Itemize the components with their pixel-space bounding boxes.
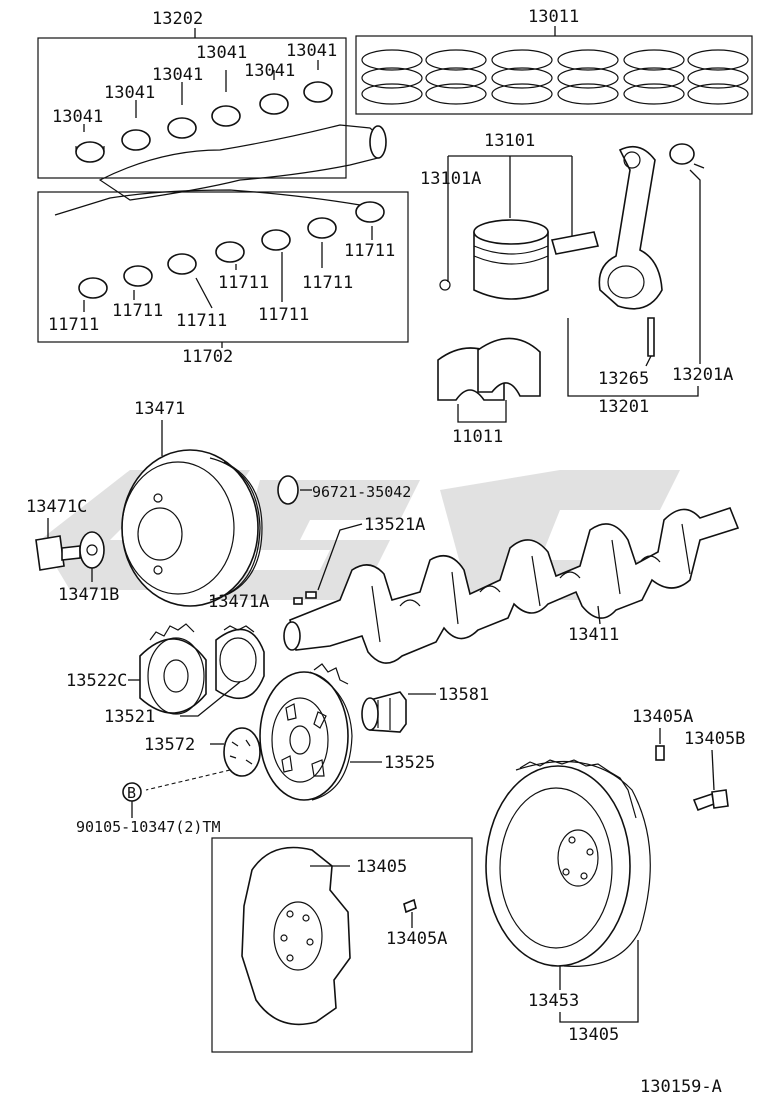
timing-gears: 13522C 13521 — [66, 623, 265, 727]
label-13471A: 13471A — [208, 592, 269, 612]
label-13572: 13572 — [144, 735, 195, 755]
label-11711-5: 11711 — [258, 305, 309, 325]
label-13411: 13411 — [568, 625, 619, 645]
label-13405-bottom: 13405 — [568, 1025, 619, 1045]
label-13041-4: 13041 — [196, 43, 247, 63]
ring-stacks — [361, 49, 749, 105]
figure-id: 130159-A — [640, 1077, 722, 1097]
crank-pulley: 13471 — [121, 399, 263, 607]
label-11711-3: 11711 — [176, 311, 227, 331]
label-13525: 13525 — [384, 753, 435, 773]
drive-plate-group: 13405 13405A — [211, 837, 473, 1053]
label-13405B: 13405B — [684, 729, 745, 749]
bearing-shells-lower — [78, 201, 385, 299]
label-11011: 11011 — [452, 427, 503, 447]
label-13101: 13101 — [484, 131, 535, 151]
label-13405-box: 13405 — [356, 857, 407, 877]
lower-bearing-group: 11702 11711 11711 11711 11711 11711 1171… — [37, 191, 409, 367]
crank-plug: 13581 — [361, 685, 489, 733]
bearing-shells-upper — [75, 81, 333, 163]
label-13471C: 13471C — [26, 497, 87, 517]
label-11702: 11702 — [182, 347, 233, 367]
label-13581: 13581 — [438, 685, 489, 705]
o-ring: 96721-35042 — [277, 475, 411, 505]
label-13041-5: 13041 — [244, 61, 295, 81]
label-13405A-box: 13405A — [386, 929, 447, 949]
connecting-rod: 13265 13201A 13201 — [567, 143, 733, 417]
label-11711-1: 11711 — [48, 315, 99, 335]
label-13405A-top: 13405A — [632, 707, 693, 727]
label-13471B: 13471B — [58, 585, 119, 605]
upper-bearing-group: 13202 13041 13041 13041 13041 13041 1304… — [37, 9, 347, 179]
crankshaft: 13411 — [283, 507, 740, 664]
label-11711-6: 11711 — [302, 273, 353, 293]
flywheel-pin-bolt: 13405A 13405B — [632, 707, 745, 812]
label-13041-3: 13041 — [152, 65, 203, 85]
label-90105-10347: 90105-10347(2)TM — [76, 818, 221, 836]
label-96721-35042: 96721-35042 — [312, 483, 411, 501]
label-13201A: 13201A — [672, 365, 733, 385]
marker-b-text: B — [127, 784, 136, 802]
label-13041-6: 13041 — [286, 41, 337, 61]
label-13011: 13011 — [528, 7, 579, 27]
label-13201: 13201 — [598, 397, 649, 417]
pulley-bolt-washer: 13471C 13471B — [26, 497, 119, 605]
label-13265: 13265 — [598, 369, 649, 389]
label-13453: 13453 — [528, 991, 579, 1011]
flywheel: 13453 13405 — [485, 759, 651, 1045]
piston-assembly: 13101 13101A — [420, 131, 600, 300]
label-13101A: 13101A — [420, 169, 481, 189]
label-13041-1: 13041 — [52, 107, 103, 127]
balancer-plate: 13572 B 90105-10347(2)TM — [76, 727, 261, 836]
label-13041-2: 13041 — [104, 83, 155, 103]
label-11711-7: 11711 — [344, 241, 395, 261]
label-13521A: 13521A — [364, 515, 425, 535]
label-13521: 13521 — [104, 707, 155, 727]
label-13471: 13471 — [134, 399, 185, 419]
drive-gear: 13525 — [259, 663, 435, 801]
crankshaft-silhouette — [54, 124, 387, 216]
label-13202: 13202 — [152, 9, 203, 29]
piston-ring-set: 13011 — [355, 7, 753, 115]
crank-keys: 13521A 13471A — [208, 515, 425, 612]
label-13522C: 13522C — [66, 671, 127, 691]
thrust-washers: 11011 — [437, 337, 541, 447]
label-11711-2: 11711 — [112, 301, 163, 321]
label-11711-4: 11711 — [218, 273, 269, 293]
